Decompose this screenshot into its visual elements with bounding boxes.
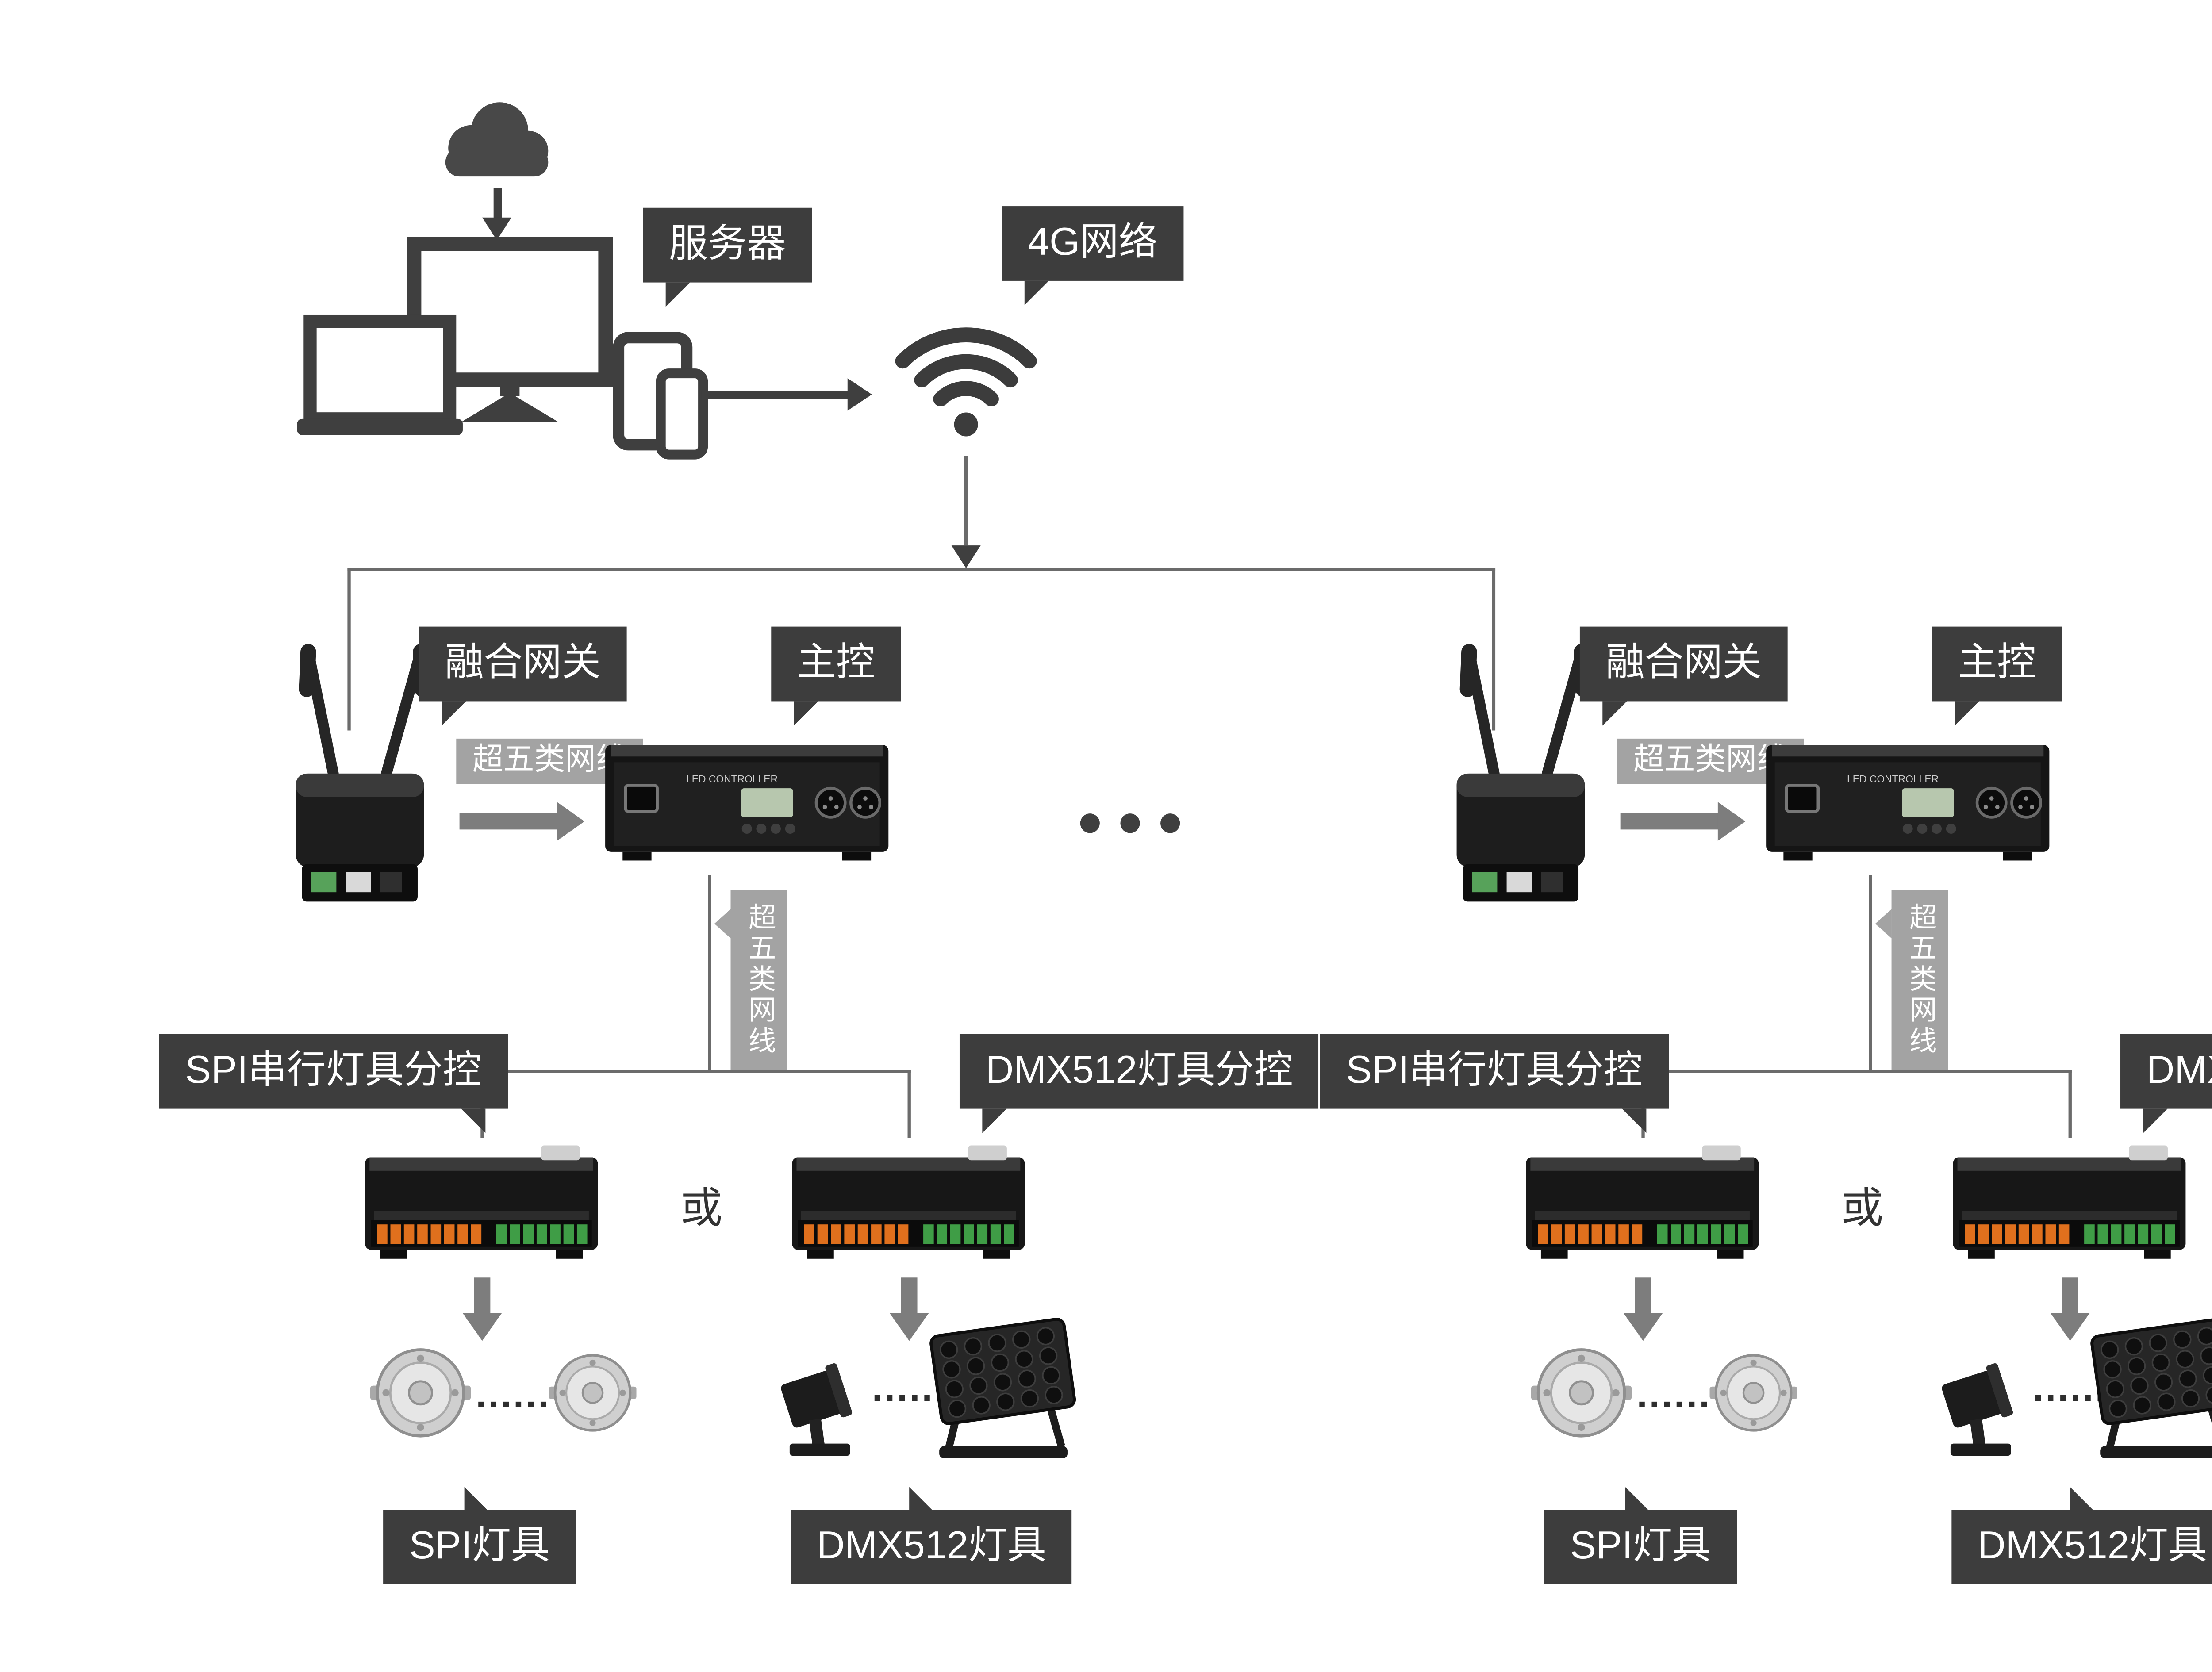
gateway-label-bubble: 融合网关 (1579, 626, 1788, 726)
arrow-gateway-to-controller-shaft (1620, 813, 1721, 830)
server-label-bubble: 服务器 (643, 207, 812, 307)
arrow-spi-to-lamps-shaft (1635, 1277, 1651, 1317)
spi-lamp-label-bubble: SPI灯具 (1544, 1487, 1737, 1584)
arrow-wifi-down-head (951, 545, 981, 568)
dmx-subcontroller-label-bubble: DMX512灯具分控 (959, 1034, 1319, 1133)
dmx-lamps-dots: ...... (2032, 1367, 2108, 1411)
cat5e-cable-vertical-label: 超五类网线 (714, 890, 787, 1070)
connector-controller-down (708, 875, 711, 1072)
arrow-cloud-to-devices-head (482, 217, 512, 241)
connector-controller-down (1869, 875, 1872, 1072)
spi-lamps-dots: ...... (476, 1373, 551, 1417)
main-controller-label-bubble: 主控 (771, 626, 901, 726)
dmx-spotlight-image (1936, 1342, 2027, 1466)
arrow-gateway-to-controller-head (557, 801, 585, 841)
arrow-spi-to-lamps-head (462, 1313, 502, 1341)
main-controller-label-bubble: 主控 (1932, 626, 2062, 726)
spi-lamp-image (370, 1342, 471, 1443)
branch-separator-ellipsis: ••• (1078, 784, 1198, 861)
arrow-cloud-to-devices-shaft (493, 188, 502, 221)
4g-network-label-bubble: 4G网络 (1002, 206, 1184, 305)
or-label: 或 (1841, 1183, 1884, 1232)
connector-main-horizontal (347, 568, 1496, 571)
dmx-subcontroller-image (789, 1133, 1028, 1271)
spi-lamps-dots: ...... (1636, 1373, 1712, 1417)
dmx-lamp-label-bubble: DMX512灯具 (1951, 1487, 2212, 1584)
spi-lamp-image (1531, 1342, 1632, 1443)
spi-subcontroller-label-bubble: SPI串行灯具分控 (1320, 1034, 1669, 1133)
arrow-dmx-to-lamps-head (2051, 1313, 2090, 1341)
spi-subcontroller-image (362, 1133, 600, 1271)
main-controller-image (1763, 731, 2052, 875)
spi-lamp-image (549, 1349, 636, 1437)
spi-lamp-label-bubble: SPI灯具 (383, 1487, 576, 1584)
arrow-spi-to-lamps-head (1624, 1313, 1663, 1341)
arrow-devices-to-wifi-head (847, 378, 872, 411)
connector-dmx-drop (907, 1070, 911, 1138)
connector-sub-branch (480, 1070, 911, 1073)
arrow-gateway-to-controller-shaft (459, 813, 561, 830)
connector-dmx-drop (2068, 1070, 2072, 1138)
arrow-dmx-to-lamps-head (890, 1313, 929, 1341)
dmx-floodlight-image (927, 1312, 1080, 1471)
gateway-label-bubble: 融合网关 (419, 626, 627, 726)
connector-drop-left (347, 568, 351, 731)
cat5e-cable-vertical-label: 超五类网线 (1875, 890, 1948, 1070)
arrow-spi-to-lamps-shaft (474, 1277, 491, 1317)
arrow-dmx-to-lamps-shaft (901, 1277, 918, 1317)
dmx-lamp-label-bubble: DMX512灯具 (791, 1487, 1072, 1584)
spi-subcontroller-label-bubble: SPI串行灯具分控 (159, 1034, 508, 1133)
branch-right: 融合网关 超五类网线 主控 超五类网线 SPI串行灯具分控 或 DMX512灯具… (1161, 0, 2212, 1672)
arrow-gateway-to-controller-head (1717, 801, 1746, 841)
dmx-subcontroller-label-bubble: DMX512灯具分控 (2120, 1034, 2212, 1133)
connector-sub-branch (1641, 1070, 2072, 1073)
arrow-devices-to-wifi-shaft (701, 391, 851, 399)
dmx-spotlight-image (775, 1342, 866, 1466)
spi-subcontroller-image (1523, 1133, 1761, 1271)
spi-lamp-image (1710, 1349, 1797, 1437)
dmx-floodlight-image (2088, 1312, 2212, 1471)
arrow-dmx-to-lamps-shaft (2062, 1277, 2078, 1317)
dmx-subcontroller-image (1950, 1133, 2189, 1271)
or-label: 或 (680, 1183, 723, 1232)
connector-wifi-down (964, 456, 968, 546)
connector-drop-right (1492, 568, 1496, 731)
dmx-lamps-dots: ...... (872, 1367, 947, 1411)
main-controller-image (603, 731, 891, 875)
